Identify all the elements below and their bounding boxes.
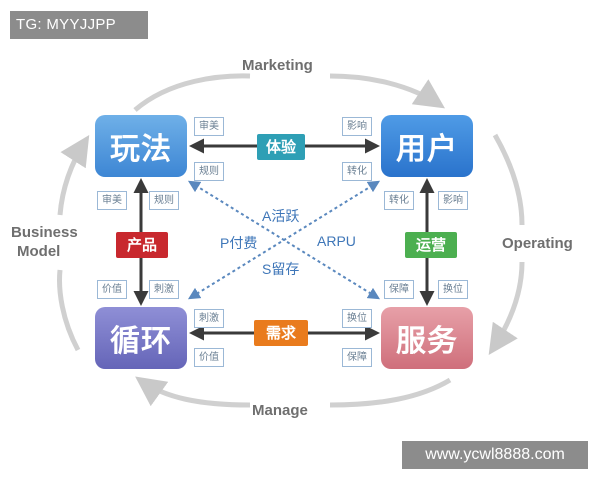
chip-play-below-left: 审美	[97, 191, 127, 210]
experience-label: 体验	[257, 134, 305, 160]
operating-arc	[492, 133, 525, 350]
chip-user-bottom: 转化	[342, 162, 372, 181]
chip-service-top: 换位	[342, 309, 372, 328]
center-active: A活跃	[262, 208, 300, 224]
chip-loop-above-left: 价值	[97, 280, 127, 299]
diagonal-user-loop	[187, 180, 381, 300]
business-model-arc	[57, 140, 86, 352]
chip-play-below-right: 规则	[149, 191, 179, 210]
chip-loop-above-right: 刺激	[149, 280, 179, 299]
manage-arc	[140, 380, 452, 405]
center-arpu: ARPU	[317, 233, 356, 249]
site-watermark: www.ycwl8888.com	[402, 441, 588, 469]
chip-user-top: 影响	[342, 117, 372, 136]
need-label: 需求	[254, 320, 308, 346]
chip-service-above-left: 保障	[384, 280, 414, 299]
chip-service-above-right: 换位	[438, 280, 468, 299]
service-node: 服务	[381, 307, 473, 369]
tg-tag: TG: MYYJJPP	[10, 11, 148, 39]
chip-play-top: 审美	[194, 117, 224, 136]
center-retention: S留存	[262, 261, 300, 277]
operations-label: 运营	[405, 232, 457, 258]
play-node: 玩法	[95, 115, 187, 177]
center-paying: P付费	[220, 235, 258, 251]
user-node: 用户	[381, 115, 473, 177]
chip-user-below-right: 影响	[438, 191, 468, 210]
chip-play-bottom: 规则	[194, 162, 224, 181]
marketing-arc	[133, 73, 440, 110]
operating-caption: Operating	[502, 235, 573, 252]
marketing-caption: Marketing	[242, 57, 313, 74]
product-label: 产品	[116, 232, 168, 258]
chip-service-bottom: 保障	[342, 348, 372, 367]
business-model-caption-line2: Model	[17, 243, 61, 260]
chip-loop-bottom: 价值	[194, 348, 224, 367]
chip-loop-top: 刺激	[194, 309, 224, 328]
chip-user-below-left: 转化	[384, 191, 414, 210]
business-model-caption-line1: Business	[11, 224, 78, 241]
manage-caption: Manage	[252, 402, 308, 419]
loop-node: 循环	[95, 307, 187, 369]
